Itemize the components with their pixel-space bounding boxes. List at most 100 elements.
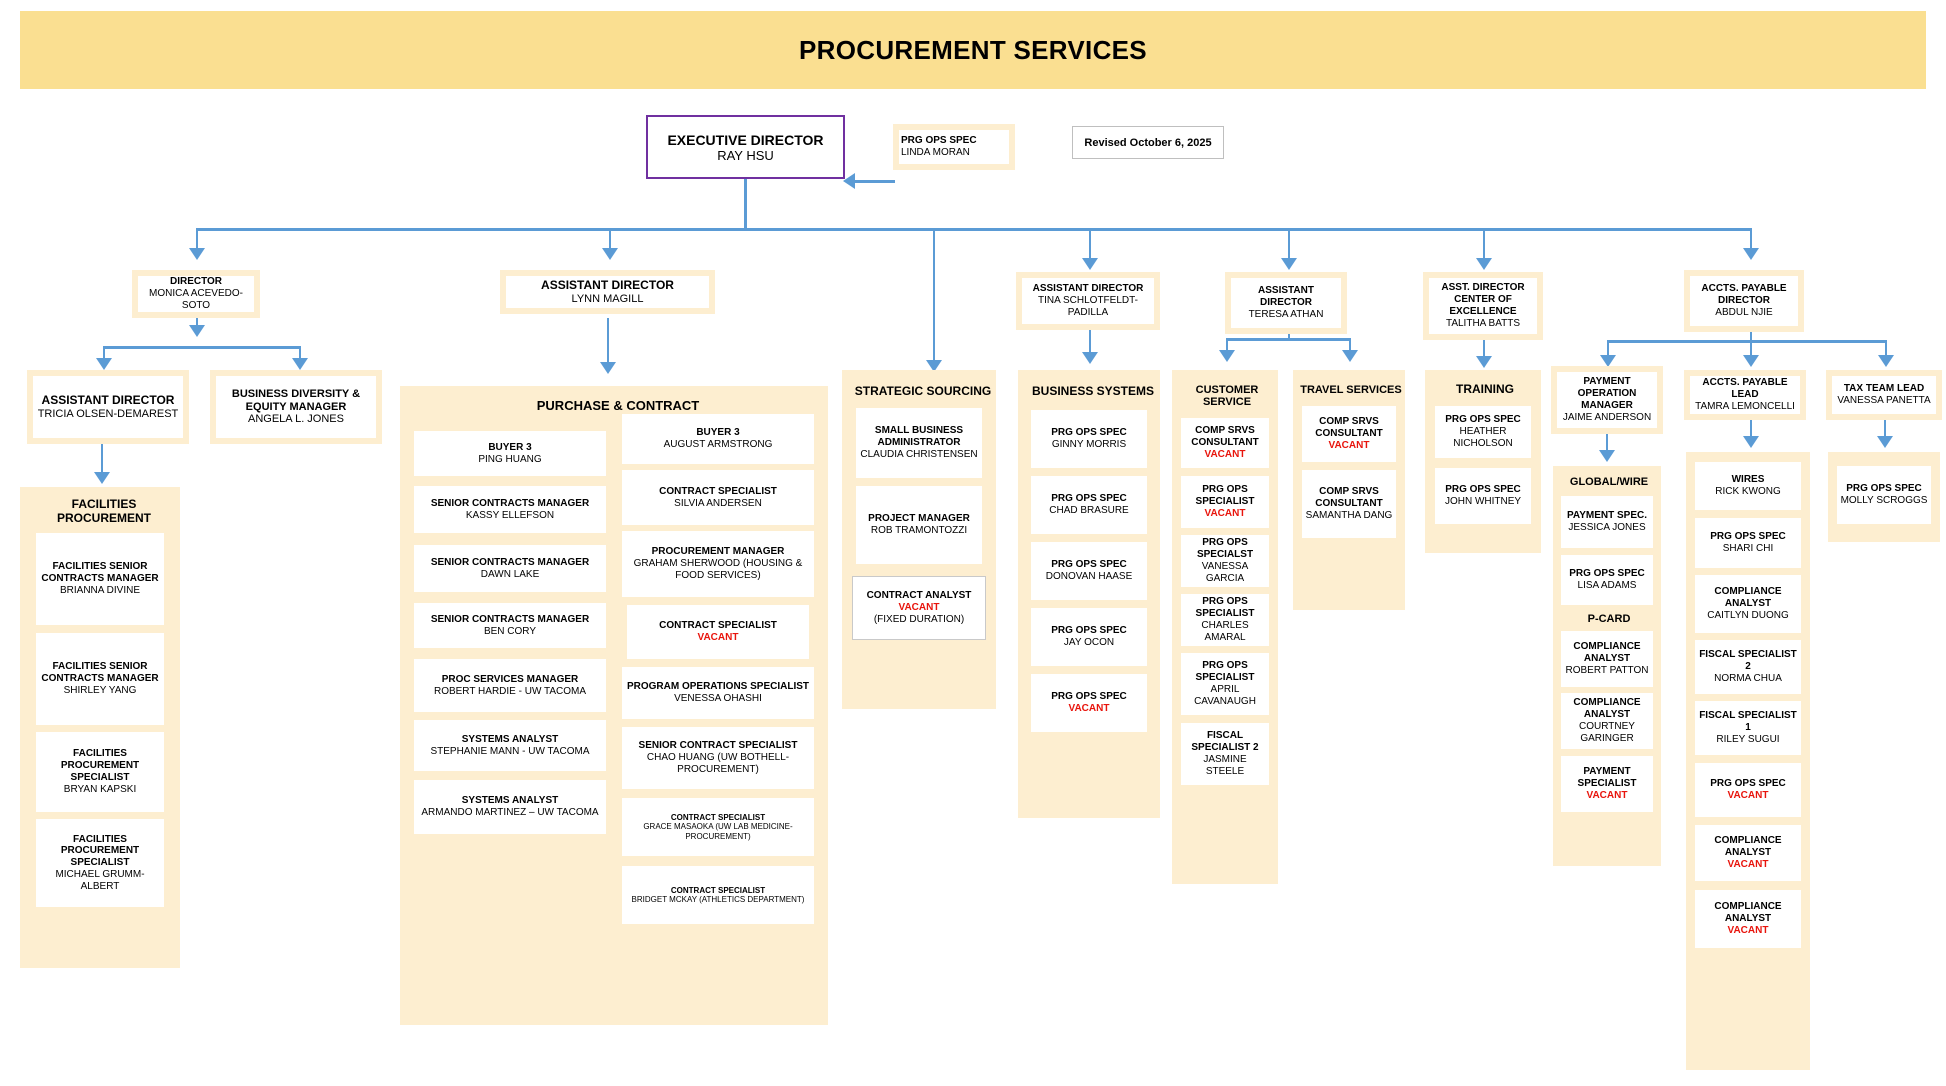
node-name: ARMANDO MARTINEZ – UW TACOMA bbox=[421, 807, 599, 818]
node-payops-global-0[interactable]: PAYMENT SPEC. JESSICA JONES bbox=[1561, 496, 1653, 548]
node-ap-4[interactable]: FISCAL SPECIALIST 1 RILEY SUGUI bbox=[1695, 701, 1801, 755]
node-title: COMPLIANCE ANALYST bbox=[1714, 835, 1782, 859]
node-assistant-director-teresa[interactable]: ASSISTANT DIRECTOR TERESA ATHAN bbox=[1225, 272, 1347, 334]
node-title: ASSISTANT DIRECTOR bbox=[541, 278, 674, 293]
group-subheading-global-wire: GLOBAL/WIRE bbox=[1569, 476, 1649, 488]
node-title: ACCTS. PAYABLE DIRECTOR bbox=[1701, 283, 1787, 307]
node-cs-3[interactable]: PRG OPS SPECIALIST CHARLES AMARAL bbox=[1181, 594, 1269, 646]
node-purchase-right-1[interactable]: CONTRACT SPECIALIST SILVIA ANDERSEN bbox=[622, 470, 814, 525]
node-bizsys-3[interactable]: PRG OPS SPEC JAY OCON bbox=[1031, 608, 1147, 666]
node-title: SYSTEMS ANALYST bbox=[461, 733, 559, 745]
node-purchase-left-0[interactable]: BUYER 3 PING HUANG bbox=[414, 431, 606, 476]
node-assistant-director-lynn[interactable]: ASSISTANT DIRECTOR LYNN MAGILL bbox=[500, 270, 715, 314]
node-title: PRG OPS SPEC bbox=[1710, 531, 1786, 543]
connector-tricia-stem bbox=[101, 444, 103, 480]
node-name: JAIME ANDERSON bbox=[1562, 411, 1652, 423]
node-title: PROC SERVICES MANAGER bbox=[441, 673, 579, 685]
node-title: PROGRAM OPERATIONS SPECIALIST bbox=[626, 681, 810, 693]
node-assistant-director-tricia[interactable]: ASSISTANT DIRECTOR TRICIA OLSEN-DEMAREST bbox=[27, 370, 189, 444]
node-facilities-1[interactable]: FACILITIES SENIOR CONTRACTS MANAGER SHIR… bbox=[36, 633, 164, 725]
node-bizsys-4[interactable]: PRG OPS SPEC VACANT bbox=[1031, 674, 1147, 732]
node-purchase-right-3[interactable]: CONTRACT SPECIALIST VACANT bbox=[627, 605, 809, 659]
node-payops-pcard-1[interactable]: COMPLIANCE ANALYST COURTNEY GARINGER bbox=[1561, 693, 1653, 749]
arrow-down-icon bbox=[189, 248, 205, 260]
node-travel-0[interactable]: COMP SRVS CONSULTANT VACANT bbox=[1302, 406, 1396, 462]
node-cs-4[interactable]: PRG OPS SPECIALIST APRIL CAVANAUGH bbox=[1181, 653, 1269, 715]
node-training-1[interactable]: PRG OPS SPEC JOHN WHITNEY bbox=[1435, 468, 1531, 524]
connector-talitha-stem bbox=[1483, 340, 1485, 364]
node-title: COMP SRVS CONSULTANT bbox=[1315, 416, 1383, 440]
node-name: ROBERT PATTON bbox=[1565, 664, 1649, 676]
node-name: SAMANTHA DANG bbox=[1305, 509, 1393, 521]
node-name: TRICIA OLSEN-DEMAREST bbox=[37, 407, 179, 420]
node-tax-team-lead[interactable]: TAX TEAM LEAD VANESSA PANETTA bbox=[1826, 370, 1942, 420]
node-ap-1[interactable]: PRG OPS SPEC SHARI CHI bbox=[1695, 518, 1801, 568]
node-purchase-left-2[interactable]: SENIOR CONTRACTS MANAGER DAWN LAKE bbox=[414, 545, 606, 592]
node-prg-ops-spec-aide[interactable]: PRG OPS SPEC LINDA MORAN bbox=[893, 124, 1015, 170]
node-bizsys-1[interactable]: PRG OPS SPEC CHAD BRASURE bbox=[1031, 476, 1147, 534]
node-title: PRG OPS SPEC bbox=[1051, 427, 1127, 439]
node-ap-7[interactable]: COMPLIANCE ANALYST VACANT bbox=[1695, 890, 1801, 948]
node-payment-operation-manager[interactable]: PAYMENT OPERATION MANAGER JAIME ANDERSON bbox=[1551, 366, 1663, 434]
node-travel-1[interactable]: COMP SRVS CONSULTANT SAMANTHA DANG bbox=[1302, 470, 1396, 538]
node-title: COMPLIANCE ANALYST bbox=[1573, 697, 1641, 721]
node-asst-director-center-excellence[interactable]: ASST. DIRECTOR CENTER OF EXCELLENCE TALI… bbox=[1423, 272, 1543, 340]
node-ap-0[interactable]: WIRES RICK KWONG bbox=[1695, 462, 1801, 510]
node-strategic-1[interactable]: PROJECT MANAGER ROB TRAMONTOZZI bbox=[856, 486, 982, 564]
node-title: FISCAL SPECIALIST 2 bbox=[1191, 730, 1259, 754]
node-cs-2[interactable]: PRG OPS SPECIALST VANESSA GARCIA bbox=[1181, 535, 1269, 587]
node-ap-5[interactable]: PRG OPS SPEC VACANT bbox=[1695, 763, 1801, 817]
node-purchase-left-4[interactable]: PROC SERVICES MANAGER ROBERT HARDIE - UW… bbox=[414, 659, 606, 712]
node-director-monica[interactable]: DIRECTOR MONICA ACEVEDO-SOTO bbox=[132, 270, 260, 318]
node-accts-payable-lead[interactable]: ACCTS. PAYABLE LEAD TAMRA LEMONCELLI bbox=[1684, 370, 1806, 420]
node-purchase-left-3[interactable]: SENIOR CONTRACTS MANAGER BEN CORY bbox=[414, 603, 606, 648]
node-tax-0[interactable]: PRG OPS SPEC MOLLY SCROGGS bbox=[1837, 466, 1931, 524]
node-facilities-0[interactable]: FACILITIES SENIOR CONTRACTS MANAGER BRIA… bbox=[36, 533, 164, 625]
node-business-diversity-manager[interactable]: BUSINESS DIVERSITY & EQUITY MANAGER ANGE… bbox=[210, 370, 382, 444]
node-purchase-right-5[interactable]: SENIOR CONTRACT SPECIALIST CHAO HUANG (U… bbox=[622, 727, 814, 789]
node-facilities-2[interactable]: FACILITIES PROCUREMENT SPECIALIST BRYAN … bbox=[36, 732, 164, 812]
node-bizsys-2[interactable]: PRG OPS SPEC DONOVAN HAASE bbox=[1031, 542, 1147, 600]
node-strategic-2[interactable]: CONTRACT ANALYST VACANT (FIXED DURATION) bbox=[852, 576, 986, 640]
node-purchase-right-2[interactable]: PROCUREMENT MANAGER GRAHAM SHERWOOD (HOU… bbox=[622, 531, 814, 597]
node-name: SILVIA ANDERSEN bbox=[674, 497, 762, 509]
node-name: BEN CORY bbox=[483, 625, 537, 637]
node-purchase-right-0[interactable]: BUYER 3 AUGUST ARMSTRONG bbox=[622, 414, 814, 464]
node-accts-payable-director[interactable]: ACCTS. PAYABLE DIRECTOR ABDUL NJIE bbox=[1684, 270, 1804, 332]
arrow-down-icon bbox=[1743, 355, 1759, 367]
node-purchase-left-5[interactable]: SYSTEMS ANALYST STEPHANIE MANN - UW TACO… bbox=[414, 720, 606, 771]
node-cs-1[interactable]: PRG OPS SPECIALIST VACANT bbox=[1181, 476, 1269, 528]
node-name: CHARLES AMARAL bbox=[1201, 620, 1249, 643]
node-purchase-right-6[interactable]: CONTRACT SPECIALIST GRACE MASAOKA (UW LA… bbox=[622, 798, 814, 856]
node-training-0[interactable]: PRG OPS SPEC HEATHER NICHOLSON bbox=[1435, 406, 1531, 458]
node-assistant-director-tina[interactable]: ASSISTANT DIRECTOR TINA SCHLOTFELDT-PADI… bbox=[1016, 272, 1160, 330]
connector-main-bus bbox=[196, 228, 1752, 231]
group-tax-team: PRG OPS SPEC MOLLY SCROGGS bbox=[1828, 452, 1940, 542]
group-heading: CUSTOMER SERVICE bbox=[1195, 384, 1259, 408]
node-payops-pcard-2[interactable]: PAYMENT SPECIALIST VACANT bbox=[1561, 756, 1653, 812]
node-ap-3[interactable]: FISCAL SPECIALIST 2 NORMA CHUA bbox=[1695, 640, 1801, 694]
node-executive-director[interactable]: EXECUTIVE DIRECTOR RAY HSU bbox=[646, 115, 845, 179]
connector-drop-abdul bbox=[1750, 230, 1752, 250]
node-cs-0[interactable]: COMP SRVS CONSULTANT VACANT bbox=[1181, 418, 1269, 468]
node-name: JASMINE STEELE bbox=[1203, 754, 1247, 777]
node-purchase-left-1[interactable]: SENIOR CONTRACTS MANAGER KASSY ELLEFSON bbox=[414, 486, 606, 533]
node-bizsys-0[interactable]: PRG OPS SPEC GINNY MORRIS bbox=[1031, 410, 1147, 468]
node-facilities-3[interactable]: FACILITIES PROCUREMENT SPECIALIST MICHAE… bbox=[36, 819, 164, 907]
node-strategic-0[interactable]: SMALL BUSINESS ADMINISTRATOR CLAUDIA CHR… bbox=[856, 408, 982, 478]
node-payops-pcard-0[interactable]: COMPLIANCE ANALYST ROBERT PATTON bbox=[1561, 631, 1653, 687]
arrow-down-icon bbox=[94, 472, 110, 484]
node-title: PRG OPS SPECIALIST bbox=[1195, 660, 1255, 684]
node-purchase-left-6[interactable]: SYSTEMS ANALYST ARMANDO MARTINEZ – UW TA… bbox=[414, 780, 606, 834]
node-ap-6[interactable]: COMPLIANCE ANALYST VACANT bbox=[1695, 825, 1801, 881]
node-name: COURTNEY GARINGER bbox=[1579, 721, 1635, 744]
node-name: CHAO HUANG (UW BOTHELL-PROCUREMENT) bbox=[646, 752, 790, 775]
arrow-down-icon bbox=[602, 248, 618, 260]
node-purchase-right-4[interactable]: PROGRAM OPERATIONS SPECIALIST VENESSA OH… bbox=[622, 667, 814, 719]
node-cs-5[interactable]: FISCAL SPECIALIST 2 JASMINE STEELE bbox=[1181, 723, 1269, 785]
node-purchase-right-7[interactable]: CONTRACT SPECIALIST BRIDGET MCKAY (ATHLE… bbox=[622, 866, 814, 924]
node-ap-2[interactable]: COMPLIANCE ANALYST CAITLYN DUONG bbox=[1695, 575, 1801, 633]
arrow-down-icon bbox=[926, 360, 942, 372]
connector-drop-vanessap bbox=[1885, 340, 1887, 358]
node-payops-global-1[interactable]: PRG OPS SPEC LISA ADAMS bbox=[1561, 555, 1653, 605]
